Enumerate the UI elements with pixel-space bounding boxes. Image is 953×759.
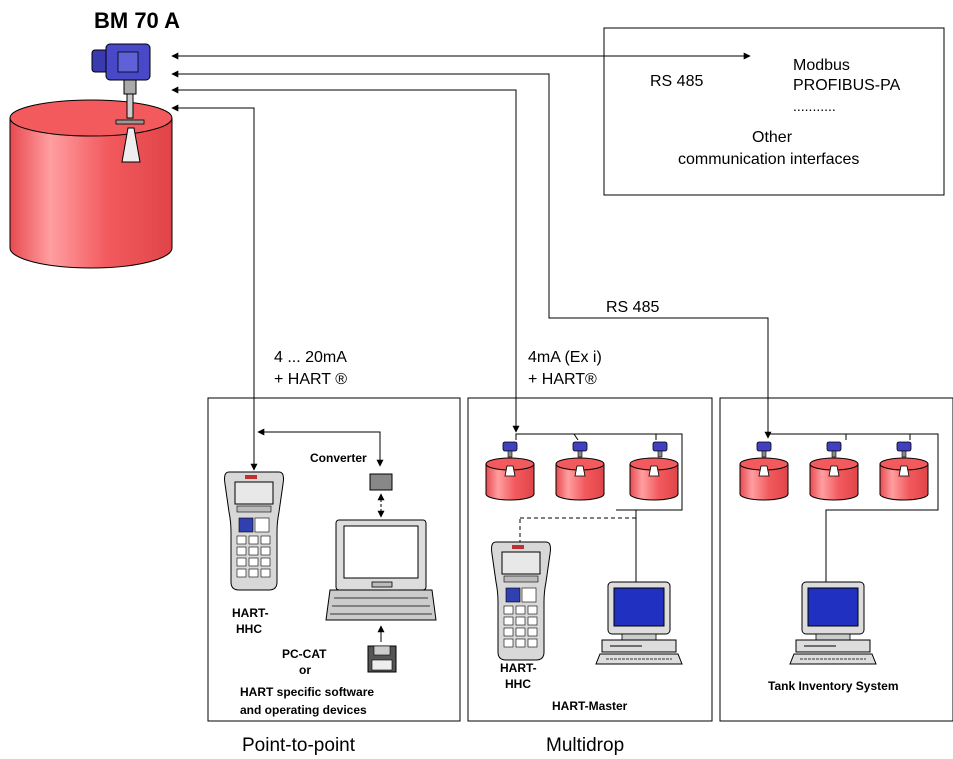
protocol-ellipsis: ........... (793, 98, 836, 114)
laptop-icon (325, 519, 437, 621)
point-to-point-caption: Point-to-point (242, 735, 356, 756)
device-title: BM 70 A (94, 8, 180, 33)
protocol-modbus: Modbus (793, 57, 850, 74)
multidrop-signal-label-2: + HART® (528, 371, 597, 388)
rs485-link-line (171, 70, 772, 439)
hart-software-label: HART specific software (240, 685, 375, 699)
hart-hhc-device-icon (224, 471, 284, 591)
multidrop-hhc-label-2: HHC (505, 677, 531, 691)
multidrop-hhc-label-1: HART- (500, 661, 537, 675)
other-label: Other (752, 129, 793, 146)
converter-link-line (257, 428, 384, 467)
operating-devices-label: and operating devices (240, 703, 367, 717)
hhc-label-1: HART- (232, 606, 269, 620)
inventory-box (719, 397, 953, 722)
point-to-point-box (207, 397, 461, 722)
multidrop-tank-2-icon (555, 441, 605, 501)
radar-sensor-icon (91, 43, 151, 119)
protocol-profibus: PROFIBUS-PA (793, 77, 901, 94)
rs485-label: RS 485 (606, 299, 660, 316)
inventory-pc-icon (789, 581, 877, 665)
inventory-tank-1-icon (739, 441, 789, 501)
multidrop-link-line (171, 86, 520, 433)
multidrop-caption: Multidrop (546, 735, 625, 756)
inventory-tank-3-icon (879, 441, 929, 501)
hhc-label-2: HHC (236, 622, 262, 636)
converter-icon (369, 473, 393, 491)
inventory-bus-line (768, 433, 939, 586)
pc-cat-label: PC-CAT (282, 647, 327, 661)
converter-label: Converter (310, 451, 367, 465)
multidrop-hart-hhc-icon (491, 541, 551, 661)
multidrop-tank-3-icon (629, 441, 679, 501)
floppy-disk-icon (367, 645, 397, 673)
p2p-signal-label-1: 4 ... 20mA (274, 349, 347, 366)
hart-master-label: HART-Master (552, 699, 628, 713)
inventory-tank-2-icon (809, 441, 859, 501)
multidrop-bus-line (515, 433, 683, 586)
point-to-point-link-line (171, 104, 258, 471)
other-interfaces-label: communication interfaces (678, 151, 860, 168)
multidrop-signal-label-1: 4mA (Ex i) (528, 349, 602, 366)
remote-link-label: RS 485 (650, 73, 704, 90)
pc-or-label: or (299, 663, 311, 677)
main-tank-icon (9, 99, 173, 269)
hart-master-pc-icon (595, 581, 683, 665)
p2p-signal-label-2: + HART ® (274, 371, 347, 388)
multidrop-box (467, 397, 713, 722)
tank-inventory-label: Tank Inventory System (768, 679, 899, 693)
multidrop-tank-1-icon (485, 441, 535, 501)
